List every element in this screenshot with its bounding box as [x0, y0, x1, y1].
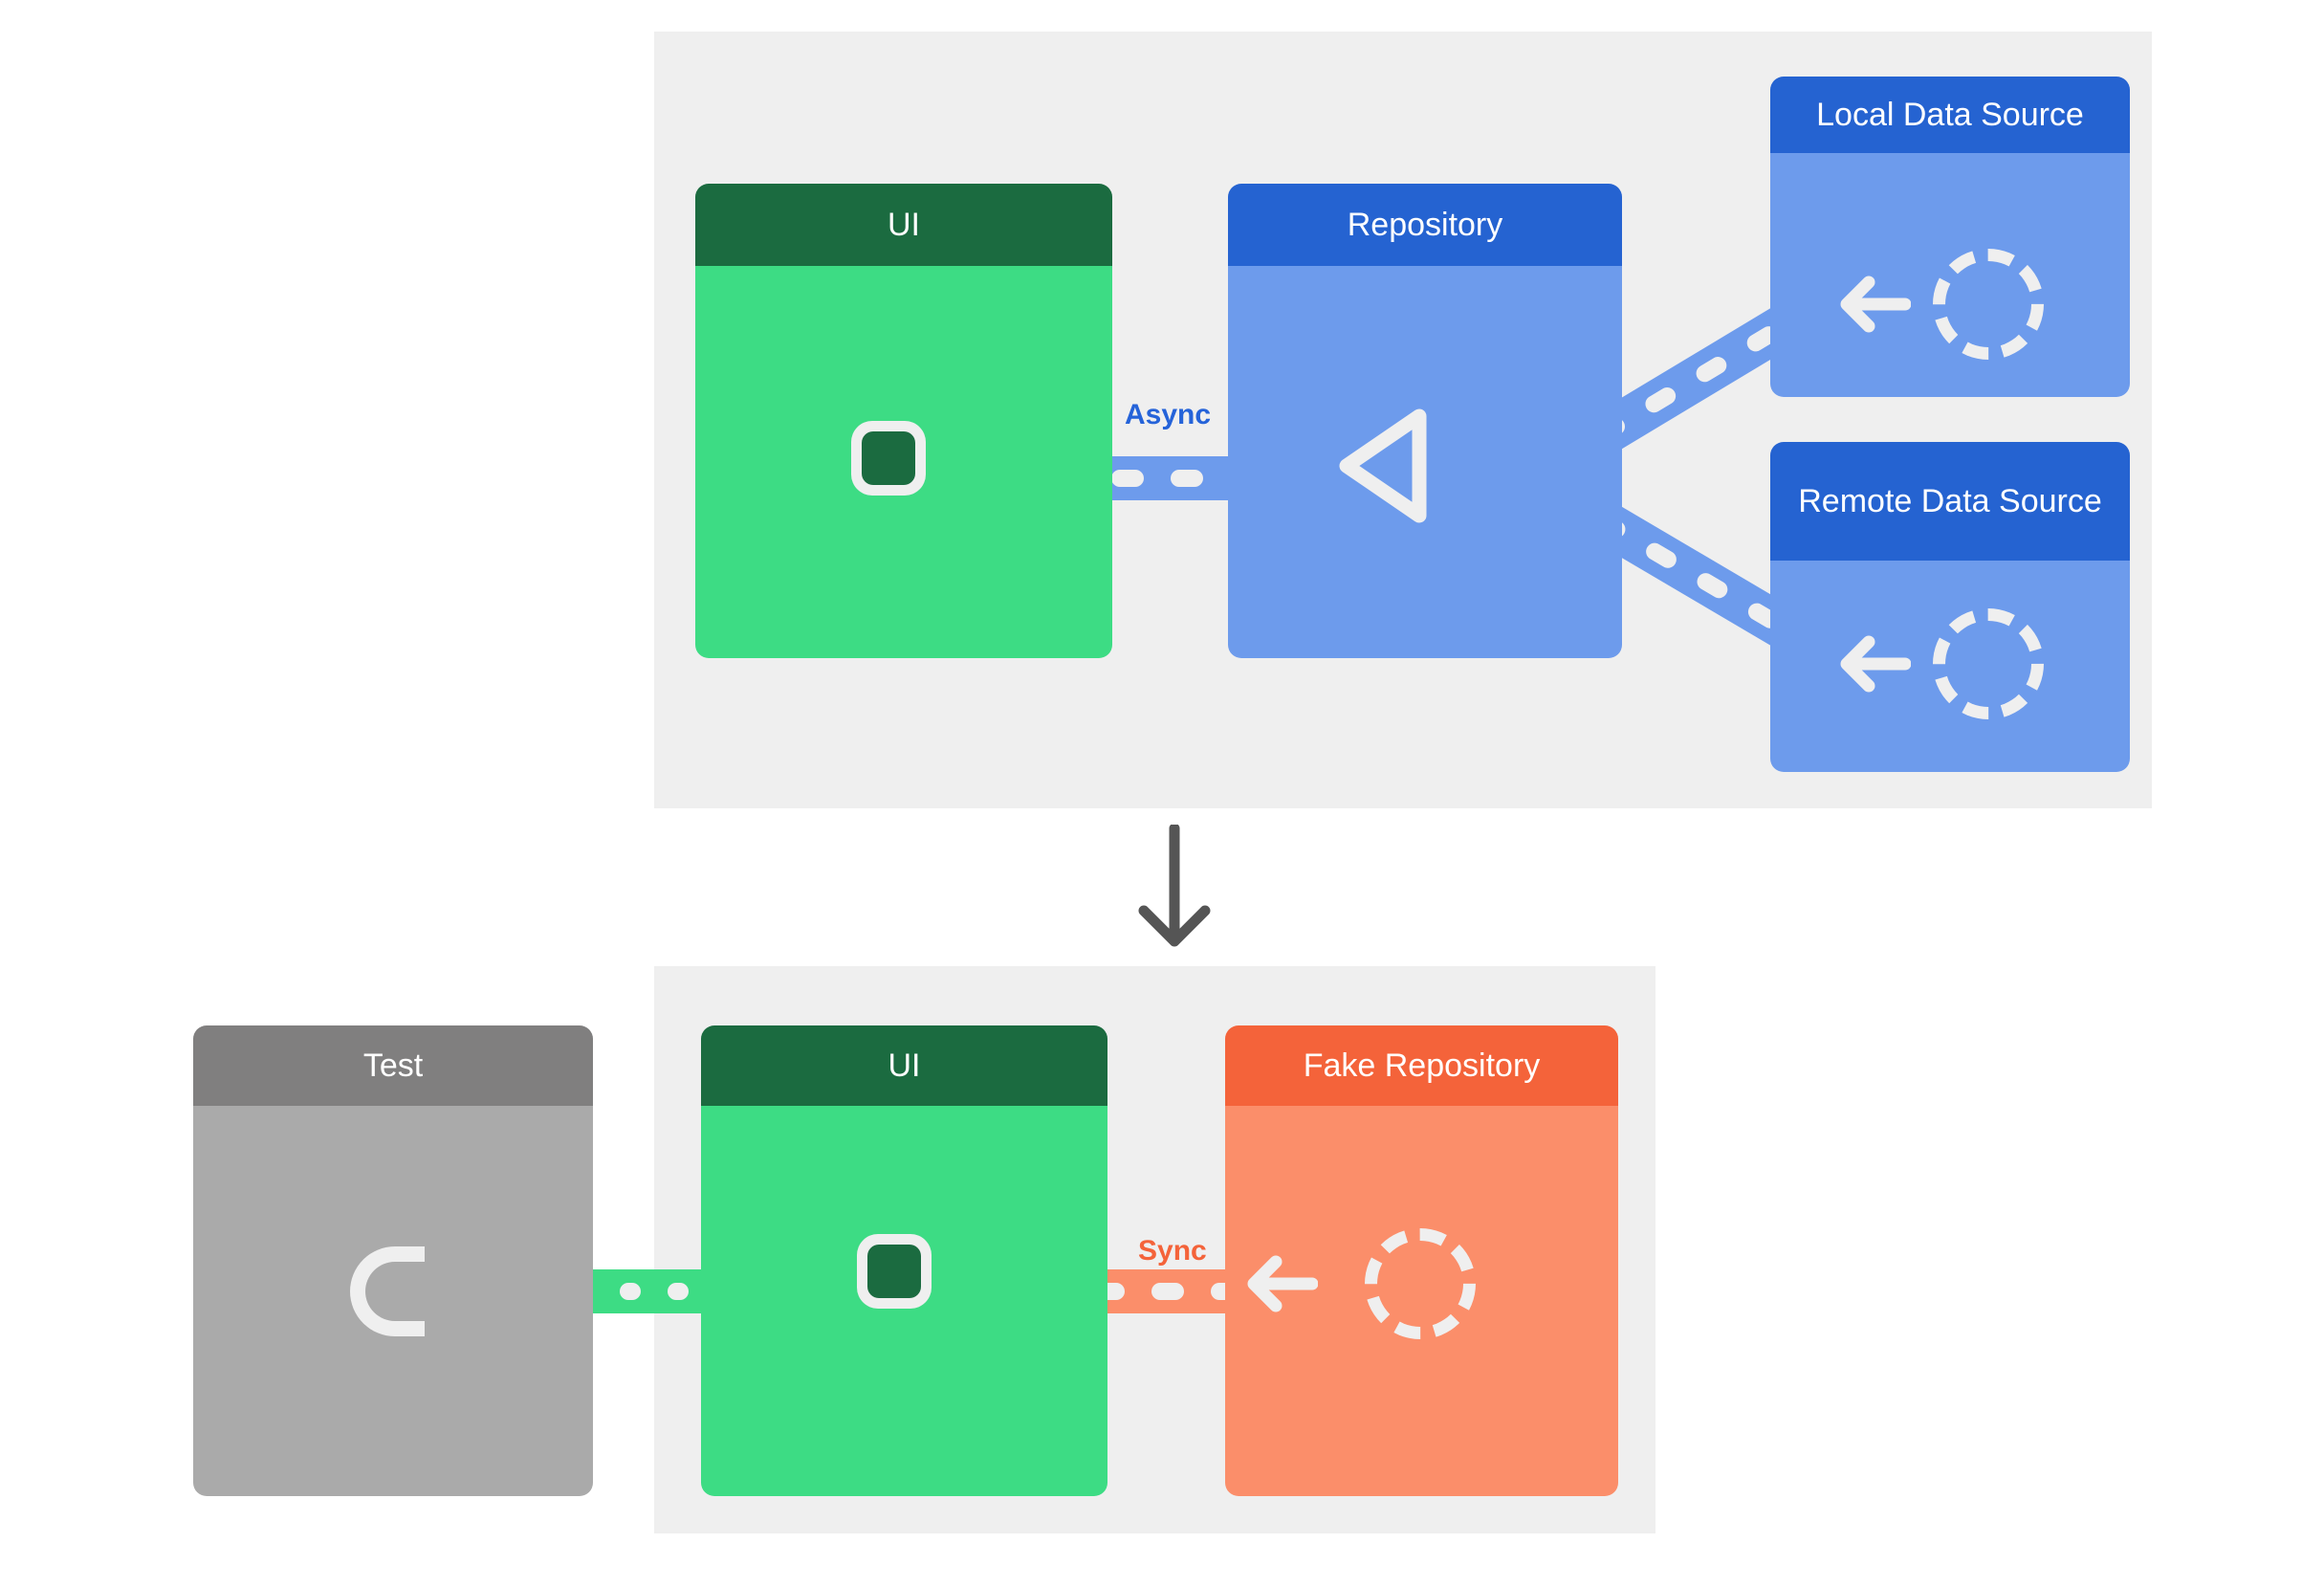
local-data-source-title: Local Data Source	[1770, 77, 2130, 153]
remote-data-source-title: Remote Data Source	[1770, 442, 2130, 561]
arrow-left-icon	[1836, 634, 1911, 694]
async-connector-label: Async	[1117, 397, 1219, 433]
ui-box-title: UI	[701, 1025, 1107, 1106]
dashed-circle-icon	[1365, 1228, 1476, 1339]
remote-data-source-box[interactable]: Remote Data Source	[1770, 442, 2130, 772]
plug-icon	[857, 1234, 932, 1309]
arrow-down-icon	[1127, 825, 1222, 951]
repository-box-title: Repository	[1228, 184, 1622, 266]
socket-icon	[350, 1246, 425, 1336]
test-box-title: Test	[193, 1025, 593, 1106]
merge-triangle-icon	[1337, 407, 1427, 525]
ui-box-title: UI	[695, 184, 1112, 266]
plug-icon	[851, 421, 926, 496]
sync-connector-label: Sync	[1130, 1233, 1215, 1269]
arrow-left-icon	[1836, 275, 1911, 334]
fake-repository-title: Fake Repository	[1225, 1025, 1618, 1106]
dashed-circle-icon	[1933, 249, 2044, 360]
local-data-source-box[interactable]: Local Data Source	[1770, 77, 2130, 397]
dashed-circle-icon	[1933, 608, 2044, 719]
arrow-left-icon	[1243, 1254, 1318, 1313]
